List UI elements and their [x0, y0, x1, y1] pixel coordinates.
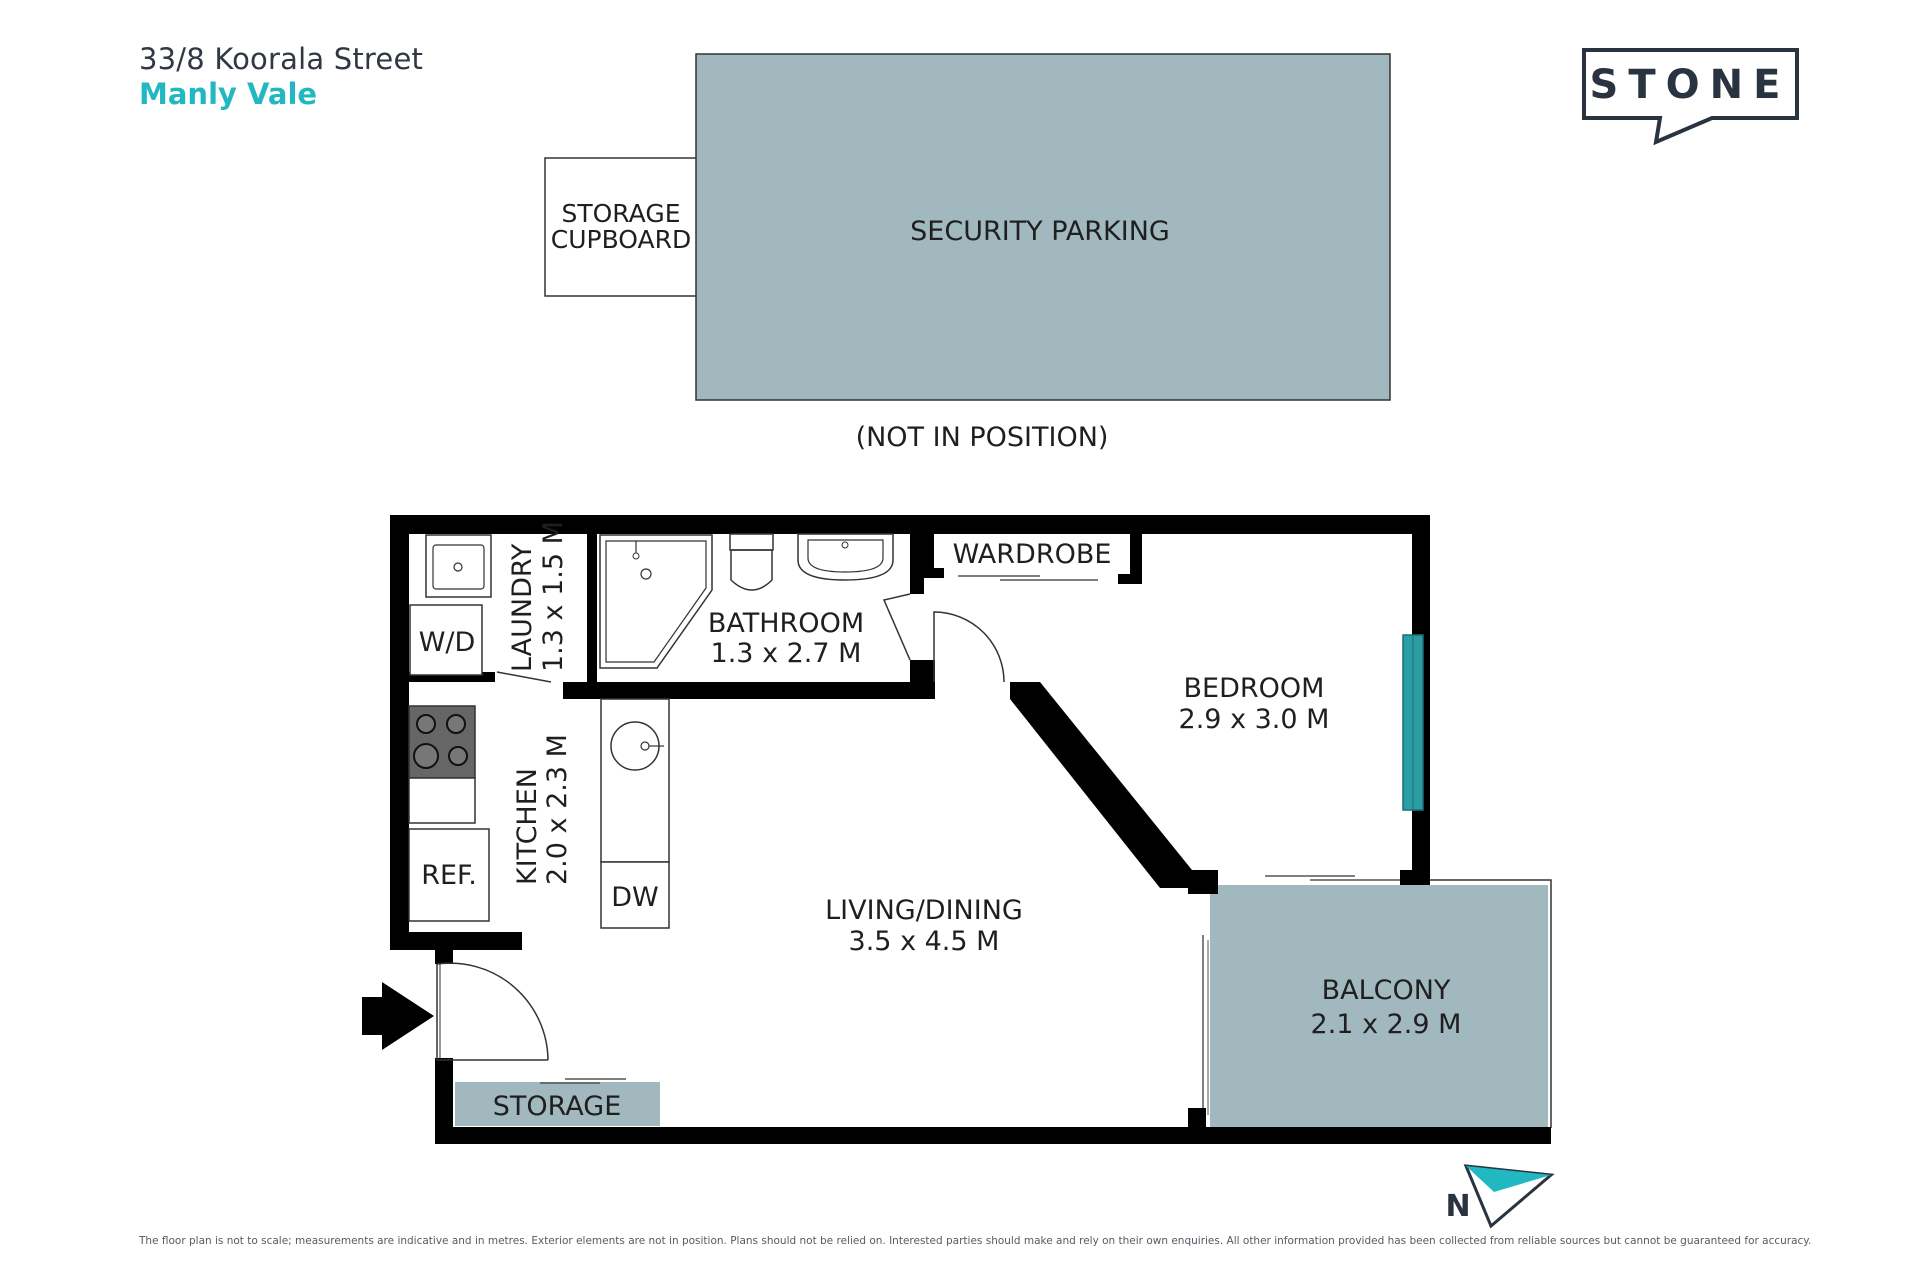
- storage-cupboard-label-1: STORAGE: [561, 199, 680, 228]
- wardrobe-room: WARDROBE: [953, 539, 1112, 581]
- wardrobe-label: WARDROBE: [953, 539, 1112, 570]
- property-address: 33/8 Koorala Street: [139, 42, 424, 76]
- laundry-room: W/D LAUNDRY 1.3 x 1.5 M: [409, 521, 569, 683]
- balcony-room: BALCONY 2.1 x 2.9 M: [1202, 879, 1552, 1128]
- kitchen-size: 2.0 x 2.3 M: [542, 734, 573, 885]
- not-in-position-note: (NOT IN POSITION): [856, 422, 1109, 453]
- walls: [390, 515, 1551, 1144]
- laundry-label: LAUNDRY: [507, 543, 538, 672]
- logo-text: STONE: [1590, 62, 1791, 108]
- laundry-size: 1.3 x 1.5 M: [538, 521, 569, 672]
- north-compass: N: [1445, 1164, 1555, 1229]
- living-dining-label: LIVING/DINING: [825, 895, 1023, 926]
- bedroom-door: [933, 611, 1005, 683]
- kitchen-room: REF. KITCHEN 2.0 x 2.3 M DW: [408, 698, 670, 929]
- entry-door: [436, 962, 549, 1061]
- storage-room: STORAGE: [455, 1078, 660, 1126]
- storage-label: STORAGE: [493, 1091, 622, 1122]
- bedroom-size: 2.9 x 3.0 M: [1179, 704, 1330, 735]
- entry-arrow-icon: [362, 982, 434, 1050]
- balcony-label: BALCONY: [1322, 975, 1451, 1006]
- storage-cupboard-label-2: CUPBOARD: [551, 225, 692, 254]
- property-suburb: Manly Vale: [139, 77, 318, 111]
- bathroom-size: 1.3 x 2.7 M: [711, 638, 862, 669]
- bathroom-room: BATHROOM 1.3 x 2.7 M: [599, 533, 911, 669]
- compass-north-label: N: [1445, 1189, 1470, 1224]
- disclaimer-text: The floor plan is not to scale; measurem…: [139, 1235, 1812, 1247]
- kitchen-label: KITCHEN: [512, 768, 543, 885]
- bedroom-window: [1402, 634, 1424, 811]
- dw-label: DW: [611, 882, 659, 913]
- storage-cupboard-room: STORAGE CUPBOARD: [544, 157, 698, 297]
- bathroom-label: BATHROOM: [708, 608, 864, 639]
- security-parking-room: SECURITY PARKING: [695, 53, 1391, 401]
- balcony-size: 2.1 x 2.9 M: [1311, 1009, 1462, 1040]
- balcony-sliding-door: [1265, 875, 1400, 881]
- ref-label: REF.: [421, 860, 477, 891]
- wd-label: W/D: [419, 627, 476, 658]
- bedroom-label: BEDROOM: [1184, 673, 1325, 704]
- security-parking-label: SECURITY PARKING: [910, 216, 1170, 247]
- stone-logo: STONE: [1582, 48, 1799, 146]
- living-dining-size: 3.5 x 4.5 M: [849, 926, 1000, 957]
- property-header: 33/8 Koorala Street Manly Vale: [139, 42, 423, 112]
